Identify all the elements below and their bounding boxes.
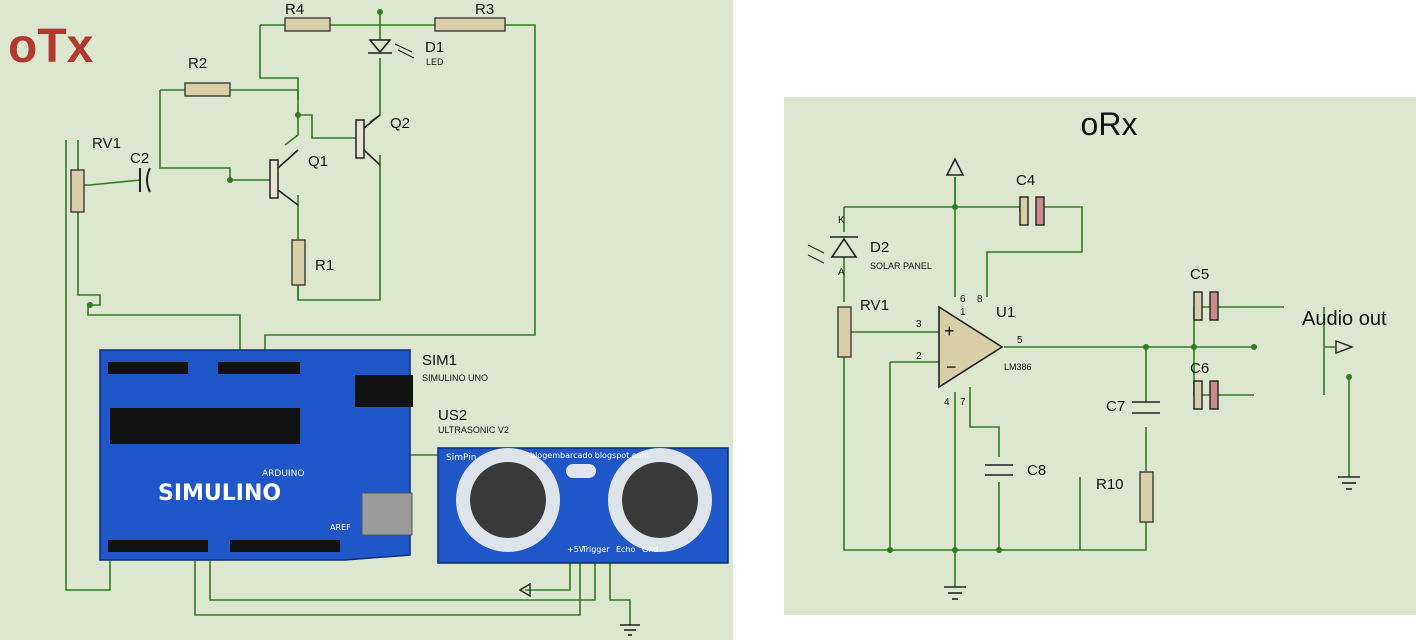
r10-resistor xyxy=(1139,471,1154,523)
r3-resistor xyxy=(434,17,506,32)
ground-icon-output xyxy=(1338,476,1360,490)
label-u1-type: LM386 xyxy=(1004,362,1032,372)
svg-text:+: + xyxy=(944,321,955,341)
tx-title: oTx xyxy=(8,20,94,73)
transistor-q1 xyxy=(269,149,299,206)
pin-5-label: 5 xyxy=(1017,335,1023,346)
label-rv1: RV1 xyxy=(92,135,121,152)
pin-8-label: 8 xyxy=(977,294,983,305)
capacitor-c2 xyxy=(139,167,151,193)
sensor-pin-trigger: Trigger xyxy=(581,545,610,554)
transmitter-panel: oTx R4 R3 R2 R1 xyxy=(0,0,733,640)
capacitor-c5 xyxy=(1193,291,1219,321)
label-c4: C4 xyxy=(1016,172,1035,189)
label-r4: R4 xyxy=(285,1,304,18)
power-arrow-icon xyxy=(518,582,531,598)
label-d2-type: SOLAR PANEL xyxy=(870,261,932,271)
rv1-potentiometer-rx xyxy=(837,306,852,358)
pin-7-label: 7 xyxy=(960,397,966,408)
label-us2-type: ULTRASONIC V2 xyxy=(438,425,509,435)
solar-panel-d2 xyxy=(807,236,858,264)
rv1-potentiometer xyxy=(70,169,85,213)
label-c7: C7 xyxy=(1106,398,1125,415)
ultrasonic-sensor: SimPin blogembarcado.blogspot.com +5V Tr… xyxy=(437,447,729,564)
vcc-arrow-icon xyxy=(945,157,965,176)
capacitor-c4 xyxy=(1019,196,1045,226)
sensor-blog-label: blogembarcado.blogspot.com xyxy=(530,451,649,460)
simulino-board: SIMULINO ARDUINO AREF xyxy=(99,349,413,561)
transistor-q2 xyxy=(355,114,381,166)
label-c6: C6 xyxy=(1190,360,1209,377)
pin-3-label: 3 xyxy=(916,319,922,330)
capacitor-c8 xyxy=(985,464,1013,476)
capacitor-c7 xyxy=(1132,401,1160,414)
r1-resistor xyxy=(291,239,306,286)
opamp-u1: + − xyxy=(938,305,1004,389)
label-r3: R3 xyxy=(475,1,494,18)
audio-out-label: Audio out xyxy=(1302,308,1387,330)
label-k: K xyxy=(838,215,845,226)
label-a: A xyxy=(838,267,845,278)
rx-title: oRx xyxy=(1081,106,1138,142)
label-r2: R2 xyxy=(188,55,207,72)
ground-icon-main xyxy=(944,586,966,600)
board-logo: SIMULINO xyxy=(158,481,281,506)
label-sim1-type: SIMULINO UNO xyxy=(422,373,488,383)
board-aref-label: AREF xyxy=(330,523,351,532)
svg-text:−: − xyxy=(946,357,957,377)
label-u1: U1 xyxy=(996,304,1015,321)
label-d1: D1 xyxy=(425,39,444,56)
label-c2: C2 xyxy=(130,150,149,167)
r2-resistor xyxy=(184,82,231,97)
receiver-panel: oRx + − U1 LM386 3 2 5 6 8 1 4 7 C4 K A … xyxy=(784,97,1416,615)
sensor-pin-echo: Echo xyxy=(616,545,636,554)
label-rv1-rx: RV1 xyxy=(860,297,889,314)
label-c5: C5 xyxy=(1190,266,1209,283)
board-arduino-label: ARDUINO xyxy=(262,469,304,479)
receiver-schematic: oRx + − U1 LM386 3 2 5 6 8 1 4 7 C4 K A … xyxy=(807,106,1387,600)
label-q2: Q2 xyxy=(390,115,410,132)
pin-1-label: 1 xyxy=(960,307,966,318)
label-q1: Q1 xyxy=(308,153,328,170)
pin-4-label: 4 xyxy=(944,397,950,408)
sensor-pin-gnd: Gnd xyxy=(642,545,658,554)
label-sim1: SIM1 xyxy=(422,352,457,369)
pin-2-label: 2 xyxy=(916,351,922,362)
r4-resistor xyxy=(284,17,331,32)
label-d1-type: LED xyxy=(426,57,444,67)
label-r1: R1 xyxy=(315,257,334,274)
label-d2: D2 xyxy=(870,239,889,256)
ground-icon xyxy=(620,624,640,636)
sensor-pin-5v: +5V xyxy=(567,545,585,554)
label-c8: C8 xyxy=(1027,462,1046,479)
transmitter-schematic: oTx R4 R3 R2 R1 xyxy=(8,1,729,636)
output-arrow-icon xyxy=(1335,339,1354,355)
led-d1 xyxy=(368,39,415,59)
capacitor-c6 xyxy=(1193,380,1219,410)
simpin-label: SimPin xyxy=(446,453,476,463)
pin-6-label: 6 xyxy=(960,294,966,305)
label-us2: US2 xyxy=(438,407,467,424)
label-r10: R10 xyxy=(1096,476,1124,493)
